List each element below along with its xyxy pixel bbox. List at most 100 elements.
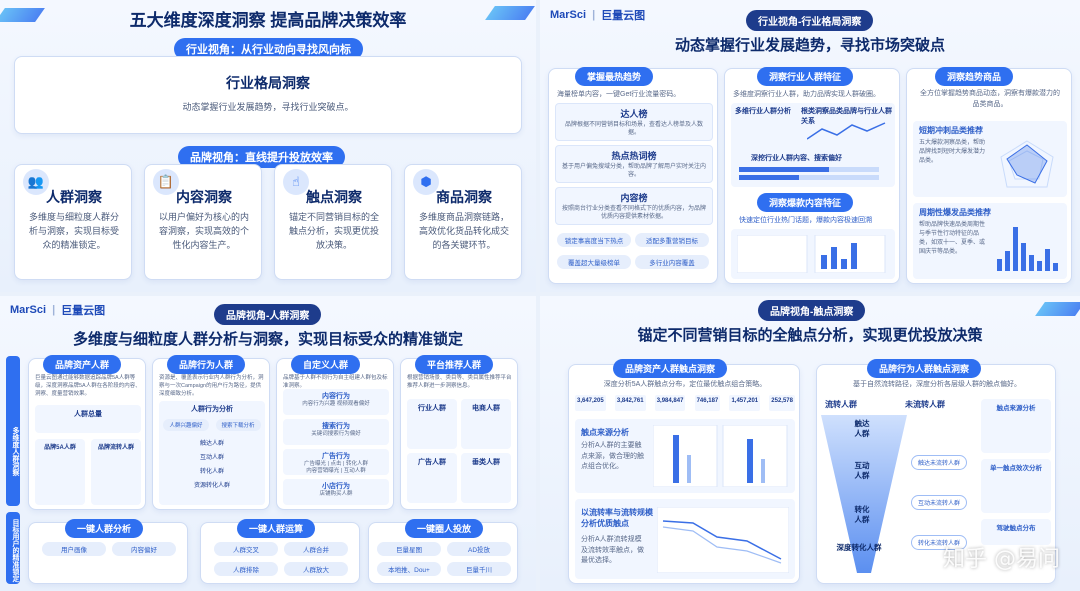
action-item[interactable]: 本地推、Dou+	[377, 562, 441, 576]
audience-column: 自定义人群品牌基于人群不同行为自主组建人群包及标准洞察。内容行为内容行为兴趣 视…	[276, 355, 394, 510]
bar-thumb	[739, 167, 879, 180]
decor-stripe	[1035, 302, 1080, 316]
brand-asset-pill: 品牌资产人群触点洞察	[613, 359, 728, 378]
logo-separator: |	[52, 304, 56, 316]
platform-item-title: 垂类人群	[472, 459, 500, 466]
industry-card-text: 动态掌握行业发展趋势，寻找行业突破点。	[182, 102, 354, 112]
section-tag: 品牌视角-触点洞察	[758, 300, 866, 321]
juliang-logo: 巨量云图	[61, 305, 106, 317]
funnel-layer: 深度转化人群	[836, 543, 882, 552]
custom-item-title: 广告行为	[322, 453, 350, 460]
custom-item-title: 内容行为	[322, 393, 350, 400]
audience-preview-label: 深挖行业人群内容、搜索偏好	[751, 155, 842, 162]
action-item[interactable]: 人群交叉	[214, 542, 278, 556]
action-item[interactable]: 巨量千川	[447, 562, 511, 576]
brand-card-text: 锚定不同营销目标的全触点分析，实现更优投放决策。	[288, 212, 379, 250]
action-card: 一键人群分析用户画像内容偏好	[28, 519, 188, 584]
brand-card-text: 多维度与细粒度人群分析与洞察，实现目标受众的精准锁定。	[28, 212, 119, 250]
panel-touchpoint-insight: 品牌视角-触点洞察 锚定不同营销目标的全触点分析，实现更优投放决策 品牌资产人群…	[540, 296, 1080, 591]
ranking-item[interactable]: 热点热词榜基于用户偏兔搜域分类，帮助品牌了解用户实时关注内容。	[555, 145, 713, 183]
action-item[interactable]: 人群合并	[284, 542, 348, 556]
periodic-bar-thumb	[997, 227, 1058, 271]
action-item[interactable]: 内容偏好	[112, 542, 176, 556]
audience-total-block: 人群总量	[35, 405, 141, 433]
custom-item: 广告行为广告曝光 | 点击 | 转化人群 内容营销曝光 | 互动人群	[283, 449, 389, 475]
behavior-tab[interactable]: 人群兴趣偏好	[163, 419, 209, 431]
action-item[interactable]: 人群排除	[214, 562, 278, 576]
brand-flow-block: 品牌流转人群	[91, 439, 141, 505]
brand-card-title: 内容洞察	[176, 189, 232, 205]
ranking-item[interactable]: 达人榜品牌根据不同营销目标和场景，查看达人榜单及人数据。	[555, 103, 713, 141]
funnel-layer: 互动 人群	[854, 461, 870, 480]
behavior-block: 人群行为分析人群兴趣偏好搜索下载分析触达人群互动人群转化人群资源转化人群	[159, 401, 265, 505]
ranking-item[interactable]: 内容榜按照商台行业分类查看不同格式下的优质内容，为品牌优质内容提供素材依据。	[555, 187, 713, 225]
metric-value: 1,457,201	[729, 395, 761, 411]
action-item[interactable]: AD投放	[447, 542, 511, 556]
short-term-text: 五大爆款洞察品类，帮助品牌找到短时大爆发潜力品类。	[919, 140, 986, 164]
behavior-item: 互动人群	[199, 455, 224, 461]
brand-card-title: 触点洞察	[306, 189, 362, 205]
action-item[interactable]: 用户画像	[42, 542, 106, 556]
audience-column: 品牌资产人群巨量云图通过能够数据追踪品牌5A人群等级，深度洞察品牌5A人群在各阶…	[28, 355, 146, 510]
goods-column: 洞察趋势商品 全方位掌握趋势商品动态，洞察有爆款潜力的品类商品。 短期冲刺品类推…	[906, 67, 1072, 284]
touchpoint-bar-chart	[653, 425, 788, 487]
short-term-title: 短期冲刺品类推荐	[919, 126, 983, 135]
ranking-text: 按照商台行业分类查看不同格式下的优质内容，为品牌优质内容提供素材依据。	[562, 206, 707, 221]
section-tag: 品牌视角-人群洞察	[214, 304, 322, 325]
funnel-tag: 转化未流转人群	[911, 535, 968, 550]
people-icon: 👥	[23, 169, 49, 195]
hot-content-preview	[731, 229, 895, 279]
action-pill: 一键人群运算	[237, 519, 316, 538]
brand-card-text: 以用户偏好为核心的内容洞察，实现高效的个性化内容生产。	[158, 212, 249, 250]
brand-5a-block: 品牌5A人群	[35, 439, 85, 505]
audience-column: 平台推荐人群根据营销场景、类目等、类目属性推荐平台推荐人群进一步洞察信息。行业人…	[400, 355, 518, 510]
brand-card-title: 商品洞察	[436, 189, 492, 205]
goods-pill: 洞察趋势商品	[935, 67, 1014, 86]
platform-item: 行业人群	[407, 399, 457, 449]
section-title: 多维度与细粒度人群分析与洞察，实现目标受众的精准锁定	[72, 331, 463, 348]
goods-sub: 全方位掌握趋势商品动态，洞察有爆款潜力的品类商品。	[920, 90, 1060, 108]
cube-icon: ⬢	[413, 169, 439, 195]
brand-card: 👥人群洞察多维度与细粒度人群分析与洞察，实现目标受众的精准锁定。	[14, 164, 132, 280]
custom-item: 内容行为内容行为兴趣 视频观看偏好	[283, 389, 389, 415]
logo: MarSci | 巨量云图	[550, 7, 645, 23]
flow-rate-text: 分析A人群流转规模及流转效率触点，做最优选择。	[581, 536, 644, 564]
periodic-text: 帮助品牌快速品类周期性与季节性行动特征的品类，如双十一、夏季、或国庆节等品类。	[919, 222, 986, 255]
funnel-layer: 触达 人群	[854, 419, 870, 438]
touchpoint-source-text: 分析A人群的主要触点来源，做合理的触点组合优化。	[581, 442, 644, 470]
action-item[interactable]: 人群放大	[284, 562, 348, 576]
brand-card: 📋内容洞察以用户偏好为核心的内容洞察，实现高效的个性化内容生产。	[144, 164, 262, 280]
behavior-touchpoint-title: 驾驶触点分布	[996, 525, 1036, 532]
behavior-item: 触达人群	[199, 441, 224, 447]
line-chart-thumb	[807, 122, 886, 140]
audience-column: 品牌行为人群资源是、覆盖表示行业内人群行为分析，洞察与一次Campaign的用户…	[152, 355, 270, 510]
brand-flow-label: 品牌流转人群	[97, 445, 134, 451]
brand-5a-label: 品牌5A人群	[44, 445, 76, 451]
metric-value: 3,647,205	[575, 395, 606, 411]
funnel-tag: 触达未流转人群	[911, 455, 968, 470]
metric-value: 252,578	[769, 395, 795, 411]
funnel-tag: 互动未流转人群	[911, 495, 968, 510]
behavior-tab[interactable]: 搜索下载分析	[215, 419, 261, 431]
audience-column-pill: 自定义人群	[291, 355, 361, 374]
action-card: 一键人群运算人群交叉人群合并人群排除人群放大	[200, 519, 360, 584]
trend-tag: 锁定事高度当下热点	[557, 233, 631, 247]
behavior-item: 转化人群	[199, 469, 224, 475]
metric-value: 3,842,761	[614, 395, 646, 411]
not-flowing-header: 未流转人群	[905, 400, 945, 409]
action-item[interactable]: 巨量星图	[377, 542, 441, 556]
brand-card-title: 人群洞察	[46, 189, 102, 205]
audience-column-text: 根据营销场景、类目等、类目属性推荐平台推荐人群进一步洞察信息。	[407, 375, 512, 389]
audience-column-text: 资源是、覆盖表示行业内人群行为分析，洞察与一次Campaign的用户行为路径，提…	[159, 375, 264, 397]
section-title: 动态掌握行业发展趋势，寻找市场突破点	[674, 37, 945, 54]
behavior-touchpoint-block: 触点来源分析	[981, 399, 1051, 453]
custom-item-title: 小店行为	[322, 483, 350, 490]
brand-behavior-pill: 品牌行为人群触点洞察	[867, 359, 982, 378]
flow-rate-title: 以流转率与流转规模分析优质触点	[581, 508, 653, 529]
touchpoint-source-title: 触点来源分析	[581, 428, 629, 437]
ranking-title: 热点热词榜	[611, 151, 657, 161]
logo: MarSci | 巨量云图	[10, 302, 105, 318]
action-pill: 一键人群分析	[65, 519, 144, 538]
custom-item-text: 关键词搜索行为偏好	[311, 431, 361, 437]
